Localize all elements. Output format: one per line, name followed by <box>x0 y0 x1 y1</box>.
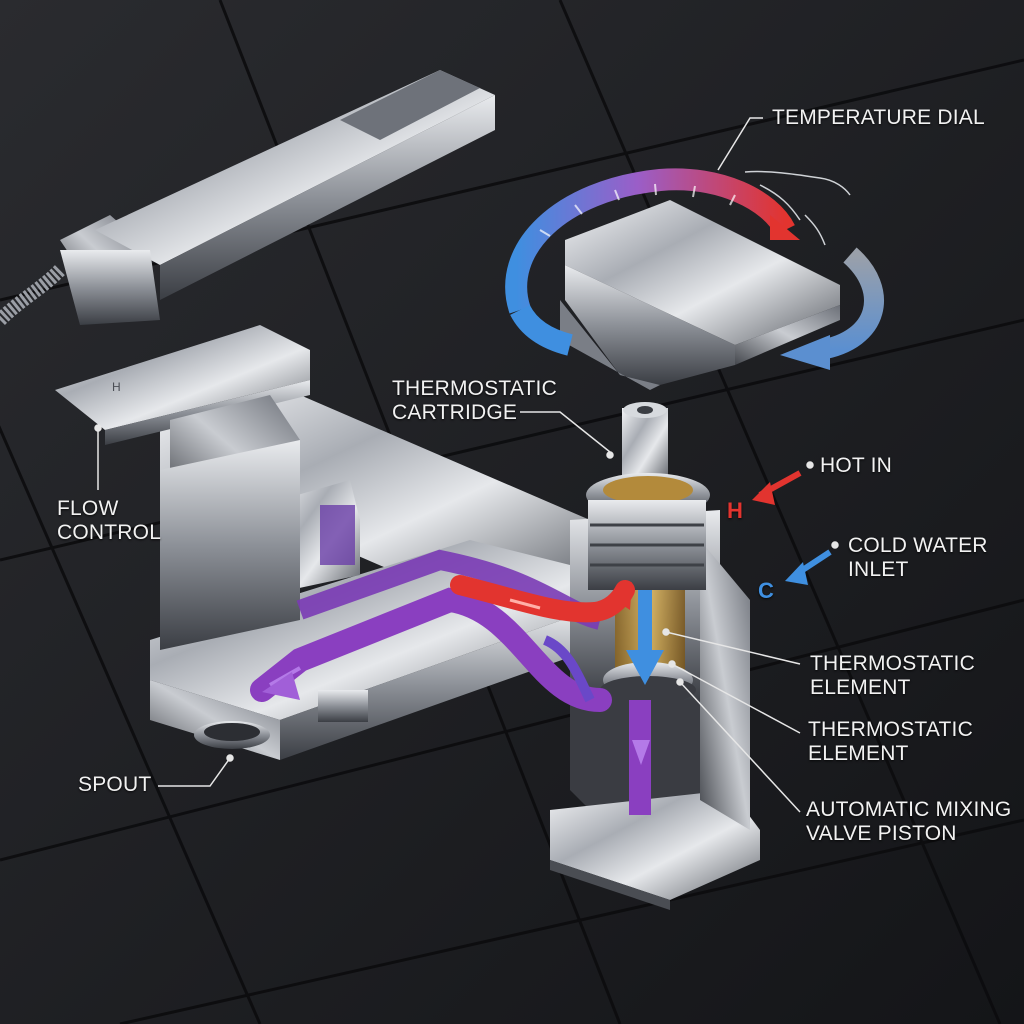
label-cold-water-inlet-line1: COLD WATER <box>848 534 988 557</box>
label-automatic-mixing-valve-piston-line2: VALVE PISTON <box>806 822 957 845</box>
label-automatic-mixing-valve-piston-line1: AUTOMATIC MIXING <box>806 798 1012 821</box>
label-thermostatic-element-1-line2: ELEMENT <box>810 676 911 699</box>
label-cold-water-inlet: COLD WATER INLET <box>848 534 988 582</box>
handle-mark: H <box>112 380 121 394</box>
label-thermostatic-element-2-line1: THERMOSTATIC <box>808 718 973 741</box>
label-flow-control-line2: CONTROL <box>57 521 162 544</box>
label-thermostatic-cartridge-line1: THERMOSTATIC <box>392 377 557 400</box>
label-thermostatic-element-2: THERMOSTATIC ELEMENT <box>808 718 973 766</box>
label-automatic-mixing-valve-piston: AUTOMATIC MIXING VALVE PISTON <box>806 798 1011 846</box>
label-thermostatic-cartridge: THERMOSTATIC CARTRIDGE <box>392 377 557 425</box>
label-temperature-dial: TEMPERATURE DIAL <box>772 106 985 130</box>
label-spout: SPOUT <box>78 773 151 797</box>
label-thermostatic-cartridge-line2: CARTRIDGE <box>392 401 518 424</box>
hot-letter: H <box>727 498 743 523</box>
label-thermostatic-element-1: THERMOSTATIC ELEMENT <box>810 652 975 700</box>
label-cold-water-inlet-line2: INLET <box>848 558 909 581</box>
label-temperature-dial-text: TEMPERATURE DIAL <box>772 106 985 129</box>
label-thermostatic-element-1-line1: THERMOSTATIC <box>810 652 975 675</box>
label-hot-in-text: HOT IN <box>820 454 892 477</box>
label-hot-in: HOT IN <box>820 454 892 478</box>
cold-letter: C <box>758 578 774 603</box>
label-flow-control-line1: FLOW <box>57 497 119 520</box>
label-thermostatic-element-2-line2: ELEMENT <box>808 742 909 765</box>
label-spout-text: SPOUT <box>78 773 152 796</box>
label-flow-control: FLOW CONTROL <box>57 497 161 545</box>
